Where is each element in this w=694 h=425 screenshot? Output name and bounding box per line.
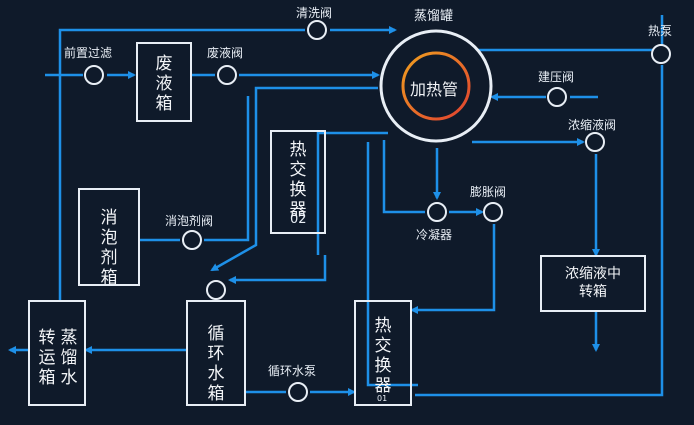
distillation-vessel [379, 29, 493, 143]
circulating-pump[interactable] [288, 382, 308, 402]
concentrate-transfer-tank-label: 浓缩液中转箱 [565, 266, 621, 300]
vessel-title: 蒸馏罐 [414, 9, 454, 24]
heat-exchanger-main: 热交换器 01 [354, 300, 412, 406]
heat-exchanger-main-tag: 01 [377, 394, 388, 403]
heat-exchanger-02-tag: 02 [290, 212, 307, 227]
flow-hx02-return [366, 142, 418, 387]
heating-tube-label: 加热管 [410, 80, 459, 99]
flow-vessel-return [210, 86, 378, 272]
wash-valve-label: 清洗阀 [296, 6, 333, 20]
antifoam-valve-label: 消泡剂阀 [165, 214, 214, 228]
flow-hot-pump-riser [415, 65, 664, 397]
heat-exchanger-02: 热交换器 02 [270, 130, 326, 234]
pressure-valve[interactable] [547, 87, 567, 107]
antifoam-tank: 消泡剂箱 [78, 188, 140, 288]
heat-exchanger-02-label: 热交换器 [289, 140, 307, 220]
waste-tank: 废液箱 [136, 42, 192, 122]
circ-tank-inlet-valve[interactable] [206, 280, 226, 300]
hot-pump-label: 热泵 [648, 24, 673, 38]
antifoam-valve[interactable] [182, 230, 202, 250]
transfer-tank-label-col1: 转运箱 [38, 328, 56, 388]
concentrate-valve[interactable] [585, 132, 605, 152]
flow-hx02-up [316, 131, 388, 255]
flow-expansion-down [410, 224, 496, 314]
pressure-valve-label: 建压阀 [538, 70, 575, 84]
concentrate-valve-label: 浓缩液阀 [568, 118, 617, 132]
pre-filter-label: 前置过滤 [64, 46, 113, 60]
condenser[interactable] [427, 202, 447, 222]
wash-valve[interactable] [307, 20, 327, 40]
distilled-water-transfer-tank: 转运箱 蒸馏水 [28, 300, 86, 406]
expansion-valve-label: 膨胀阀 [470, 185, 507, 199]
flow-condenser-left [382, 140, 425, 214]
circulating-water-tank-label: 循环水箱 [207, 324, 225, 404]
waste-valve-label: 废液阀 [207, 46, 244, 60]
hot-pump[interactable] [651, 44, 671, 64]
heat-exchanger-main-label: 热交换器 [374, 316, 392, 396]
waste-tank-label: 废液箱 [155, 54, 173, 114]
transfer-tank-label-col2: 蒸馏水 [60, 328, 78, 388]
pre-filter-valve[interactable] [84, 65, 104, 85]
waste-valve[interactable] [217, 65, 237, 85]
flow-antifoam-to-vessel [204, 96, 250, 242]
flow-hx02-to-circ [228, 255, 327, 284]
expansion-valve[interactable] [483, 202, 503, 222]
circulating-water-tank: 循环水箱 [186, 300, 246, 406]
circulating-pump-label: 循环水泵 [268, 364, 317, 378]
condenser-label: 冷凝器 [416, 228, 453, 242]
antifoam-tank-label: 消泡剂箱 [100, 208, 118, 288]
concentrate-transfer-tank: 浓缩液中转箱 [540, 255, 646, 312]
heating-ring [401, 51, 471, 121]
flow-left-trunk [58, 28, 305, 300]
